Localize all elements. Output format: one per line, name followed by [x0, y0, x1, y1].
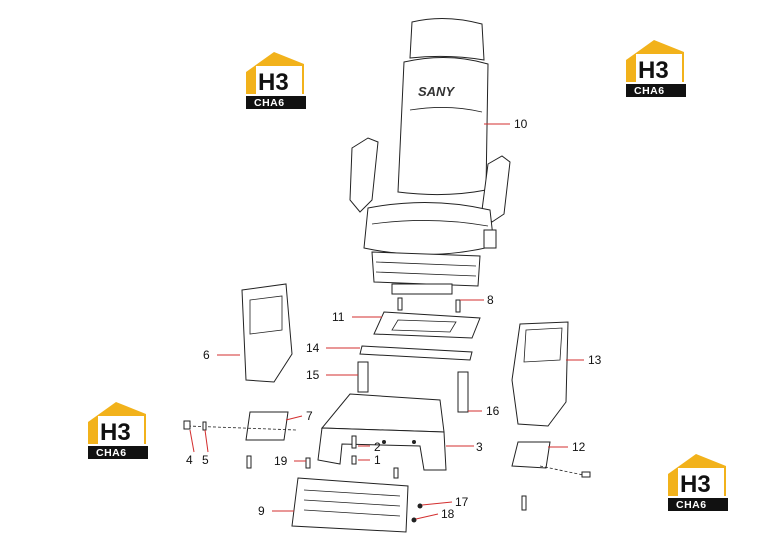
watermark-sub: CHA6	[254, 97, 285, 109]
watermark-main: H3	[100, 419, 131, 446]
callout-labels: 1 2 3 4 5 6 7 8 9 10 11 12 13 14 15 16 1…	[186, 117, 602, 521]
callout-label: 8	[487, 293, 494, 307]
watermark-main: H3	[258, 69, 289, 96]
right-console-bracket	[511, 441, 591, 511]
watermark-main: H3	[680, 471, 711, 498]
rubber-strips	[357, 345, 473, 413]
right-armrest-console	[511, 321, 569, 427]
callout-label: 5	[202, 453, 209, 467]
watermark-main: H3	[638, 57, 669, 84]
callout-label: 12	[572, 440, 586, 454]
callout-label: 1	[374, 453, 381, 467]
callout-label: 19	[274, 454, 288, 468]
watermark-logo: H3 CHA6	[626, 40, 686, 97]
front-cover-plate	[291, 477, 423, 533]
leader-lines	[189, 123, 584, 520]
callout-label: 3	[476, 440, 483, 454]
callout-label: 16	[486, 404, 500, 418]
callout-label: 7	[306, 409, 313, 423]
callout-label: 14	[306, 341, 320, 355]
callout-label: 2	[374, 440, 381, 454]
seat-adapter-plate	[373, 297, 481, 339]
callout-label: 6	[203, 348, 210, 362]
watermark-sub: CHA6	[96, 447, 127, 459]
watermark-logo: H3 CHA6	[246, 52, 306, 109]
watermark-sub: CHA6	[634, 85, 665, 97]
callout-label: 9	[258, 504, 265, 518]
callout-label: 11	[332, 310, 345, 324]
seat-base-frame	[317, 393, 447, 471]
callout-label: 15	[306, 368, 320, 382]
watermark-sub: CHA6	[676, 499, 707, 511]
callout-label: 17	[455, 495, 469, 509]
seat-brand-label: SANY	[418, 84, 455, 99]
watermark-logo: H3 CHA6	[668, 454, 728, 511]
bolt-group-center	[305, 435, 399, 479]
callout-label: 10	[514, 117, 528, 131]
left-armrest-console	[241, 283, 293, 383]
callout-label: 18	[441, 507, 455, 521]
operator-seat: SANY	[349, 17, 511, 295]
watermark-logo: H3 CHA6	[88, 402, 148, 459]
left-console-bracket	[183, 411, 297, 469]
callout-label: 4	[186, 453, 193, 467]
callout-label: 13	[588, 353, 602, 367]
